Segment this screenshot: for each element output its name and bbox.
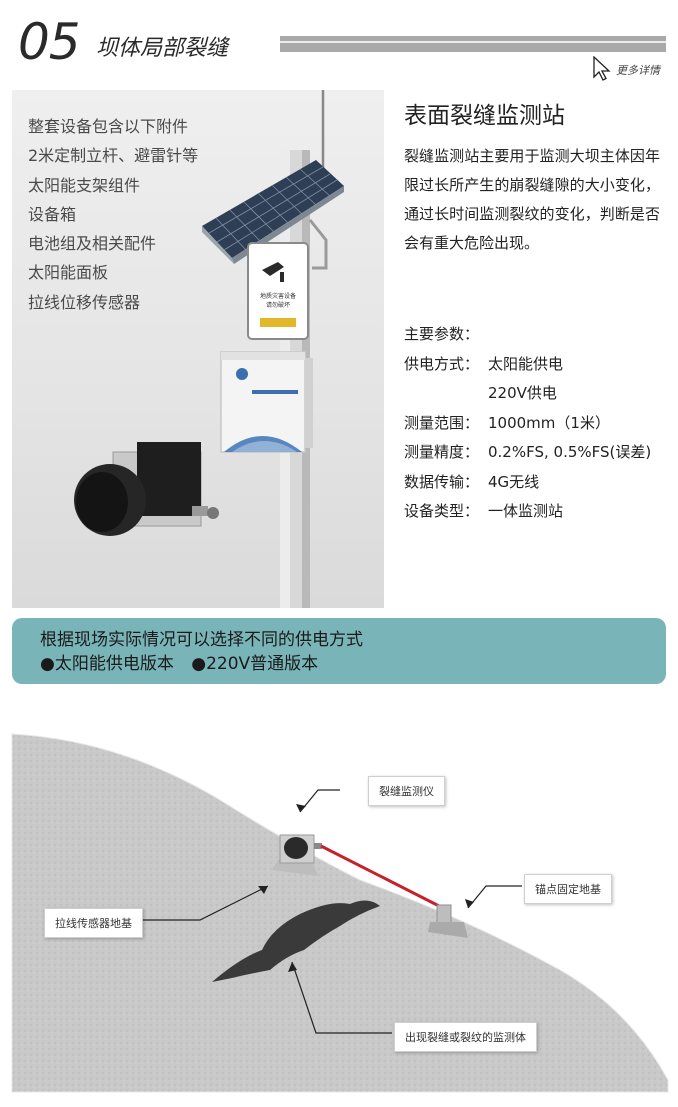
option-220v: ●220V普通版本 — [191, 654, 319, 674]
equipment-box — [220, 351, 313, 453]
callout-anchor: 锚点固定地基 — [524, 874, 612, 904]
displacement-sensor-graphic — [74, 442, 219, 536]
param-row: 220V供电 — [488, 384, 557, 402]
callout-crack-meter: 裂缝监测仪 — [368, 776, 445, 806]
parameters-block: 主要参数： 供电方式：太阳能供电 220V供电 测量范围：1000mm（1米） … — [404, 320, 651, 527]
station-description: 裂缝监测站主要用于监测大坝主体因年限过长所产生的崩裂缝隙的大小变化，通过长时间监… — [404, 147, 660, 252]
product-photo — [12, 50, 384, 608]
accessory-list: 整套设备包含以下附件 2米定制立杆、避雷针等 太阳能支架组件 设备箱 电池组及相… — [28, 112, 198, 317]
monitoring-station-illustration — [74, 50, 344, 608]
sign-caption: 地质灾害设备 请勿破坏 — [259, 293, 296, 309]
station-title: 表面裂缝监测站 — [404, 103, 565, 129]
accessory-item: 太阳能支架组件 — [28, 175, 141, 195]
measurement-wire — [320, 844, 444, 910]
accessory-item: 太阳能面板 — [28, 263, 109, 283]
banner-options: ●太阳能供电版本 ●220V普通版本 — [40, 652, 666, 676]
slope-illustration — [11, 733, 669, 1093]
power-options-banner: 根据现场实际情况可以选择不同的供电方式 ●太阳能供电版本 ●220V普通版本 — [12, 618, 666, 684]
section-number: 05 — [18, 13, 81, 71]
param-row: 测量范围：1000mm（1米） — [404, 413, 610, 432]
option-solar: ●太阳能供电版本 — [40, 654, 174, 674]
accessory-item: 整套设备包含以下附件 — [28, 117, 189, 136]
cursor-arrow-icon — [593, 56, 611, 81]
solar-bracket — [308, 219, 328, 270]
installation-diagram: 裂缝监测仪 锚点固定地基 拉线传感器地基 出现裂缝或裂纹的监测体 — [0, 700, 678, 1100]
callout-monitored-body: 出现裂缝或裂纹的监测体 — [394, 1022, 537, 1052]
callout-sensor-base: 拉线传感器地基 — [44, 908, 143, 938]
banner-text: 根据现场实际情况可以选择不同的供电方式 — [40, 630, 363, 650]
parameters-heading: 主要参数： — [404, 325, 480, 343]
accessory-item: 2米定制立杆、避雷针等 — [28, 146, 199, 166]
more-details-label: 更多详情 — [616, 64, 660, 77]
param-row: 供电方式：太阳能供电 — [404, 354, 564, 373]
section-title: 坝体局部裂缝 — [96, 36, 229, 61]
header-divider-bar — [280, 36, 666, 52]
param-row: 设备类型：一体监测站 — [404, 502, 564, 520]
param-row: 测量精度：0.2%FS, 0.5%FS(误差) — [404, 443, 652, 461]
warning-sign — [247, 242, 309, 340]
more-details-link[interactable]: 更多详情 — [592, 56, 672, 82]
crack-shape — [212, 900, 380, 982]
accessory-item: 电池组及相关配件 — [28, 234, 157, 254]
param-row: 数据传输：4G无线 — [404, 472, 540, 491]
accessory-item: 设备箱 — [28, 204, 77, 224]
anchor-post — [436, 904, 452, 924]
accessory-item: 拉线位移传感器 — [28, 292, 141, 312]
